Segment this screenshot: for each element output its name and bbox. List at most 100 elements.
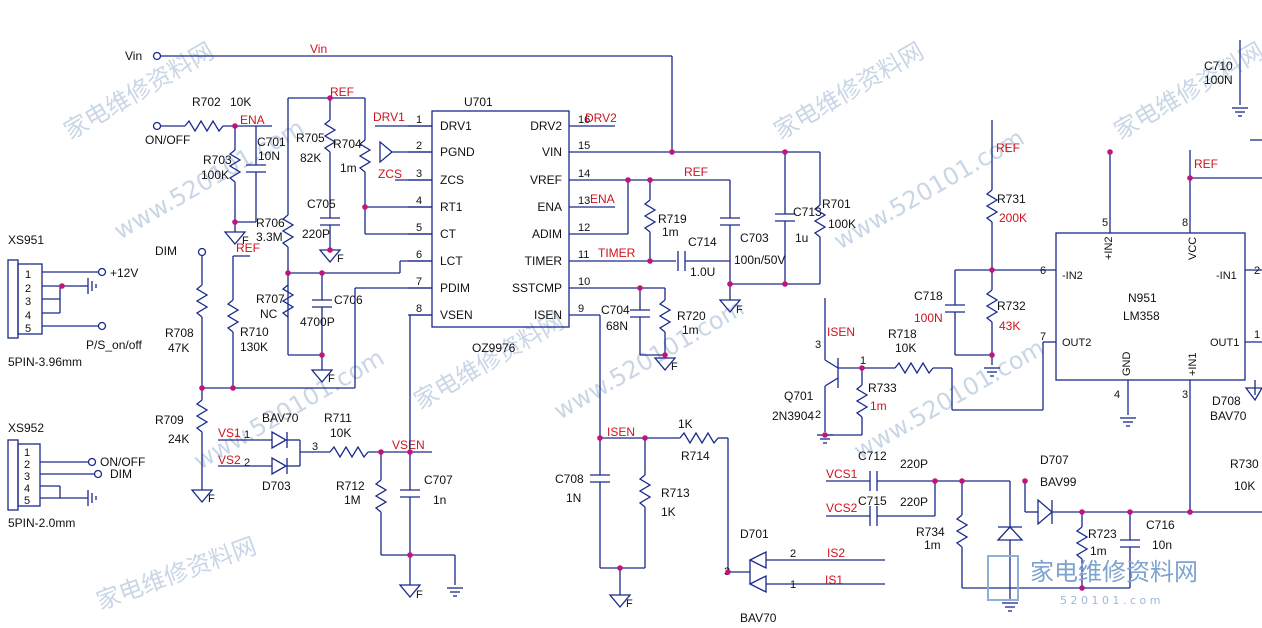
vin-label: Vin [125,49,142,63]
u701-pin-name: PGND [440,145,475,159]
r707-c706-section: R707 NC C706 4700P [256,273,363,383]
c715-value: 220P [900,495,928,509]
c714-ref: C714 [688,235,717,249]
drv2-net-label: DRV2 [585,111,617,125]
r708-value: 47K [168,341,189,355]
xs952-desc: 5PIN-2.0mm [8,516,75,530]
c713-value: 1u [795,231,808,245]
n951-gnd: GND [1121,352,1133,377]
c712-ref: C712 [858,449,887,463]
n951-in2p: +IN2 [1103,236,1115,260]
q701-type: 2N3904 [772,409,814,423]
r713-ref: R713 [661,486,690,500]
r712-value: 1M [344,493,361,507]
isen-net-label-2: ISEN [827,325,855,339]
d703-type: BAV70 [262,411,299,425]
r719-value: 1m [662,225,679,239]
u701-pin-name: ZCS [440,173,464,187]
r731-r732-section: REF R731 200K R732 43K C718 100N [914,120,1027,377]
r704-value: 1m [340,161,357,175]
u701-pin-number: 10 [578,276,590,288]
u701-pin-number: 14 [578,168,590,180]
ground-f: F [208,493,215,505]
r704-ref: R704 [333,137,362,151]
r709-value: 24K [168,432,189,446]
r734-ref: R734 [916,525,945,539]
ground-f: F [242,235,249,247]
xs951-pin: 5 [25,323,31,335]
c707-value: 1n [433,493,446,507]
r708-ref: R708 [165,326,194,340]
n951-p3: 3 [1182,389,1188,401]
r719-ref: R719 [658,212,687,226]
r710-ref: R710 [240,325,269,339]
n951-in2n: -IN2 [1062,270,1083,282]
ref-net-label-2: REF [236,241,260,255]
r707-value: NC [260,307,278,321]
ground-f: F [671,361,678,373]
u701-pin-name: RT1 [440,200,463,214]
n951-p2: 2 [1254,265,1260,277]
r705-r704-section: REF R705 82K R704 1m DRV1 ZCS C705 220P [281,85,432,355]
xs951-connector: XS951 1 2 3 4 5 +12V P/S_on/off 5PIN-3.9… [7,233,142,369]
d703-ref: D703 [262,479,291,493]
c705-value: 220P [302,227,330,241]
zcs-net-label: ZCS [378,167,402,181]
vs2-net-label: VS2 [218,453,241,467]
ground-f: F [626,598,633,610]
r720-ref: R720 [677,309,706,323]
q701-section: ISEN 3 2 1 R718 10K R733 1m Q701 2N3904 [772,298,1056,444]
ref-net-label: REF [330,85,354,99]
n951-p1: 1 [1254,329,1260,341]
xs952-pin: 5 [24,495,30,507]
ground-f: F [416,589,423,601]
vin-net-label: Vin [310,42,327,56]
c703-ref: C703 [740,231,769,245]
u701-pin-number: 12 [578,222,590,234]
r714-value: 1K [678,417,693,431]
c716-value: 10n [1152,538,1172,552]
c718-ref: C718 [914,289,943,303]
u701-pin-name: ISEN [534,308,562,322]
n951-in1p: +IN1 [1187,352,1199,376]
n951-p6: 6 [1040,265,1046,277]
d707-type: BAV99 [1040,475,1077,489]
ground-f: F [736,304,743,316]
watermark-text: 家电维修资料网 [1109,37,1262,145]
vcs-section: VCS1 C712 220P VCS2 C715 220P R734 1m D7… [826,380,1262,612]
r730-ref: R730 [1230,457,1259,471]
r731-ref: R731 [997,192,1026,206]
xs951-pin: 4 [25,310,31,322]
ground-f: F [328,373,335,385]
c701-ref: C701 [257,135,286,149]
c716-ref: C716 [1146,518,1175,532]
ena-net-label: ENA [240,113,265,127]
c710-section: C710 100N REF [1190,40,1262,179]
r702-section: ON/OFF R702 10K ENA C701 10N R703 100K R… [145,95,286,245]
vin-net: Vin Vin [125,42,673,152]
c712-value: 220P [900,457,928,471]
logo-text: 家电维修资料网 [1030,558,1198,586]
r706-ref: R706 [256,216,285,230]
q701-pin1: 1 [860,355,866,367]
site-logo: 家电维修资料网 5 2 0 1 0 1 . c o m [987,555,1198,607]
xs951-pin: 2 [25,283,31,295]
c710-value: 100N [1204,73,1233,87]
d703-pin3: 3 [312,441,318,453]
c707-ref: C707 [424,473,453,487]
c705-ref: C705 [307,197,336,211]
q701-pin3: 3 [815,339,821,351]
d701-pin2: 2 [790,548,796,560]
u701-pin-name: ENA [537,200,562,214]
c708-value: 1N [566,491,581,505]
u701-right-pins: 16DRV215VIN14VREF13ENA12ADIM11TIMER10SST… [512,114,590,322]
c706-ref: C706 [334,293,363,307]
d701-ref: D701 [740,527,769,541]
r702-value: 10K [230,95,251,109]
n951-p4: 4 [1114,389,1120,401]
u701-pin-number: 16 [578,114,590,126]
r701-ref: R701 [822,197,851,211]
xs952-pin: 3 [24,471,30,483]
xs952-pin: 2 [24,459,30,471]
